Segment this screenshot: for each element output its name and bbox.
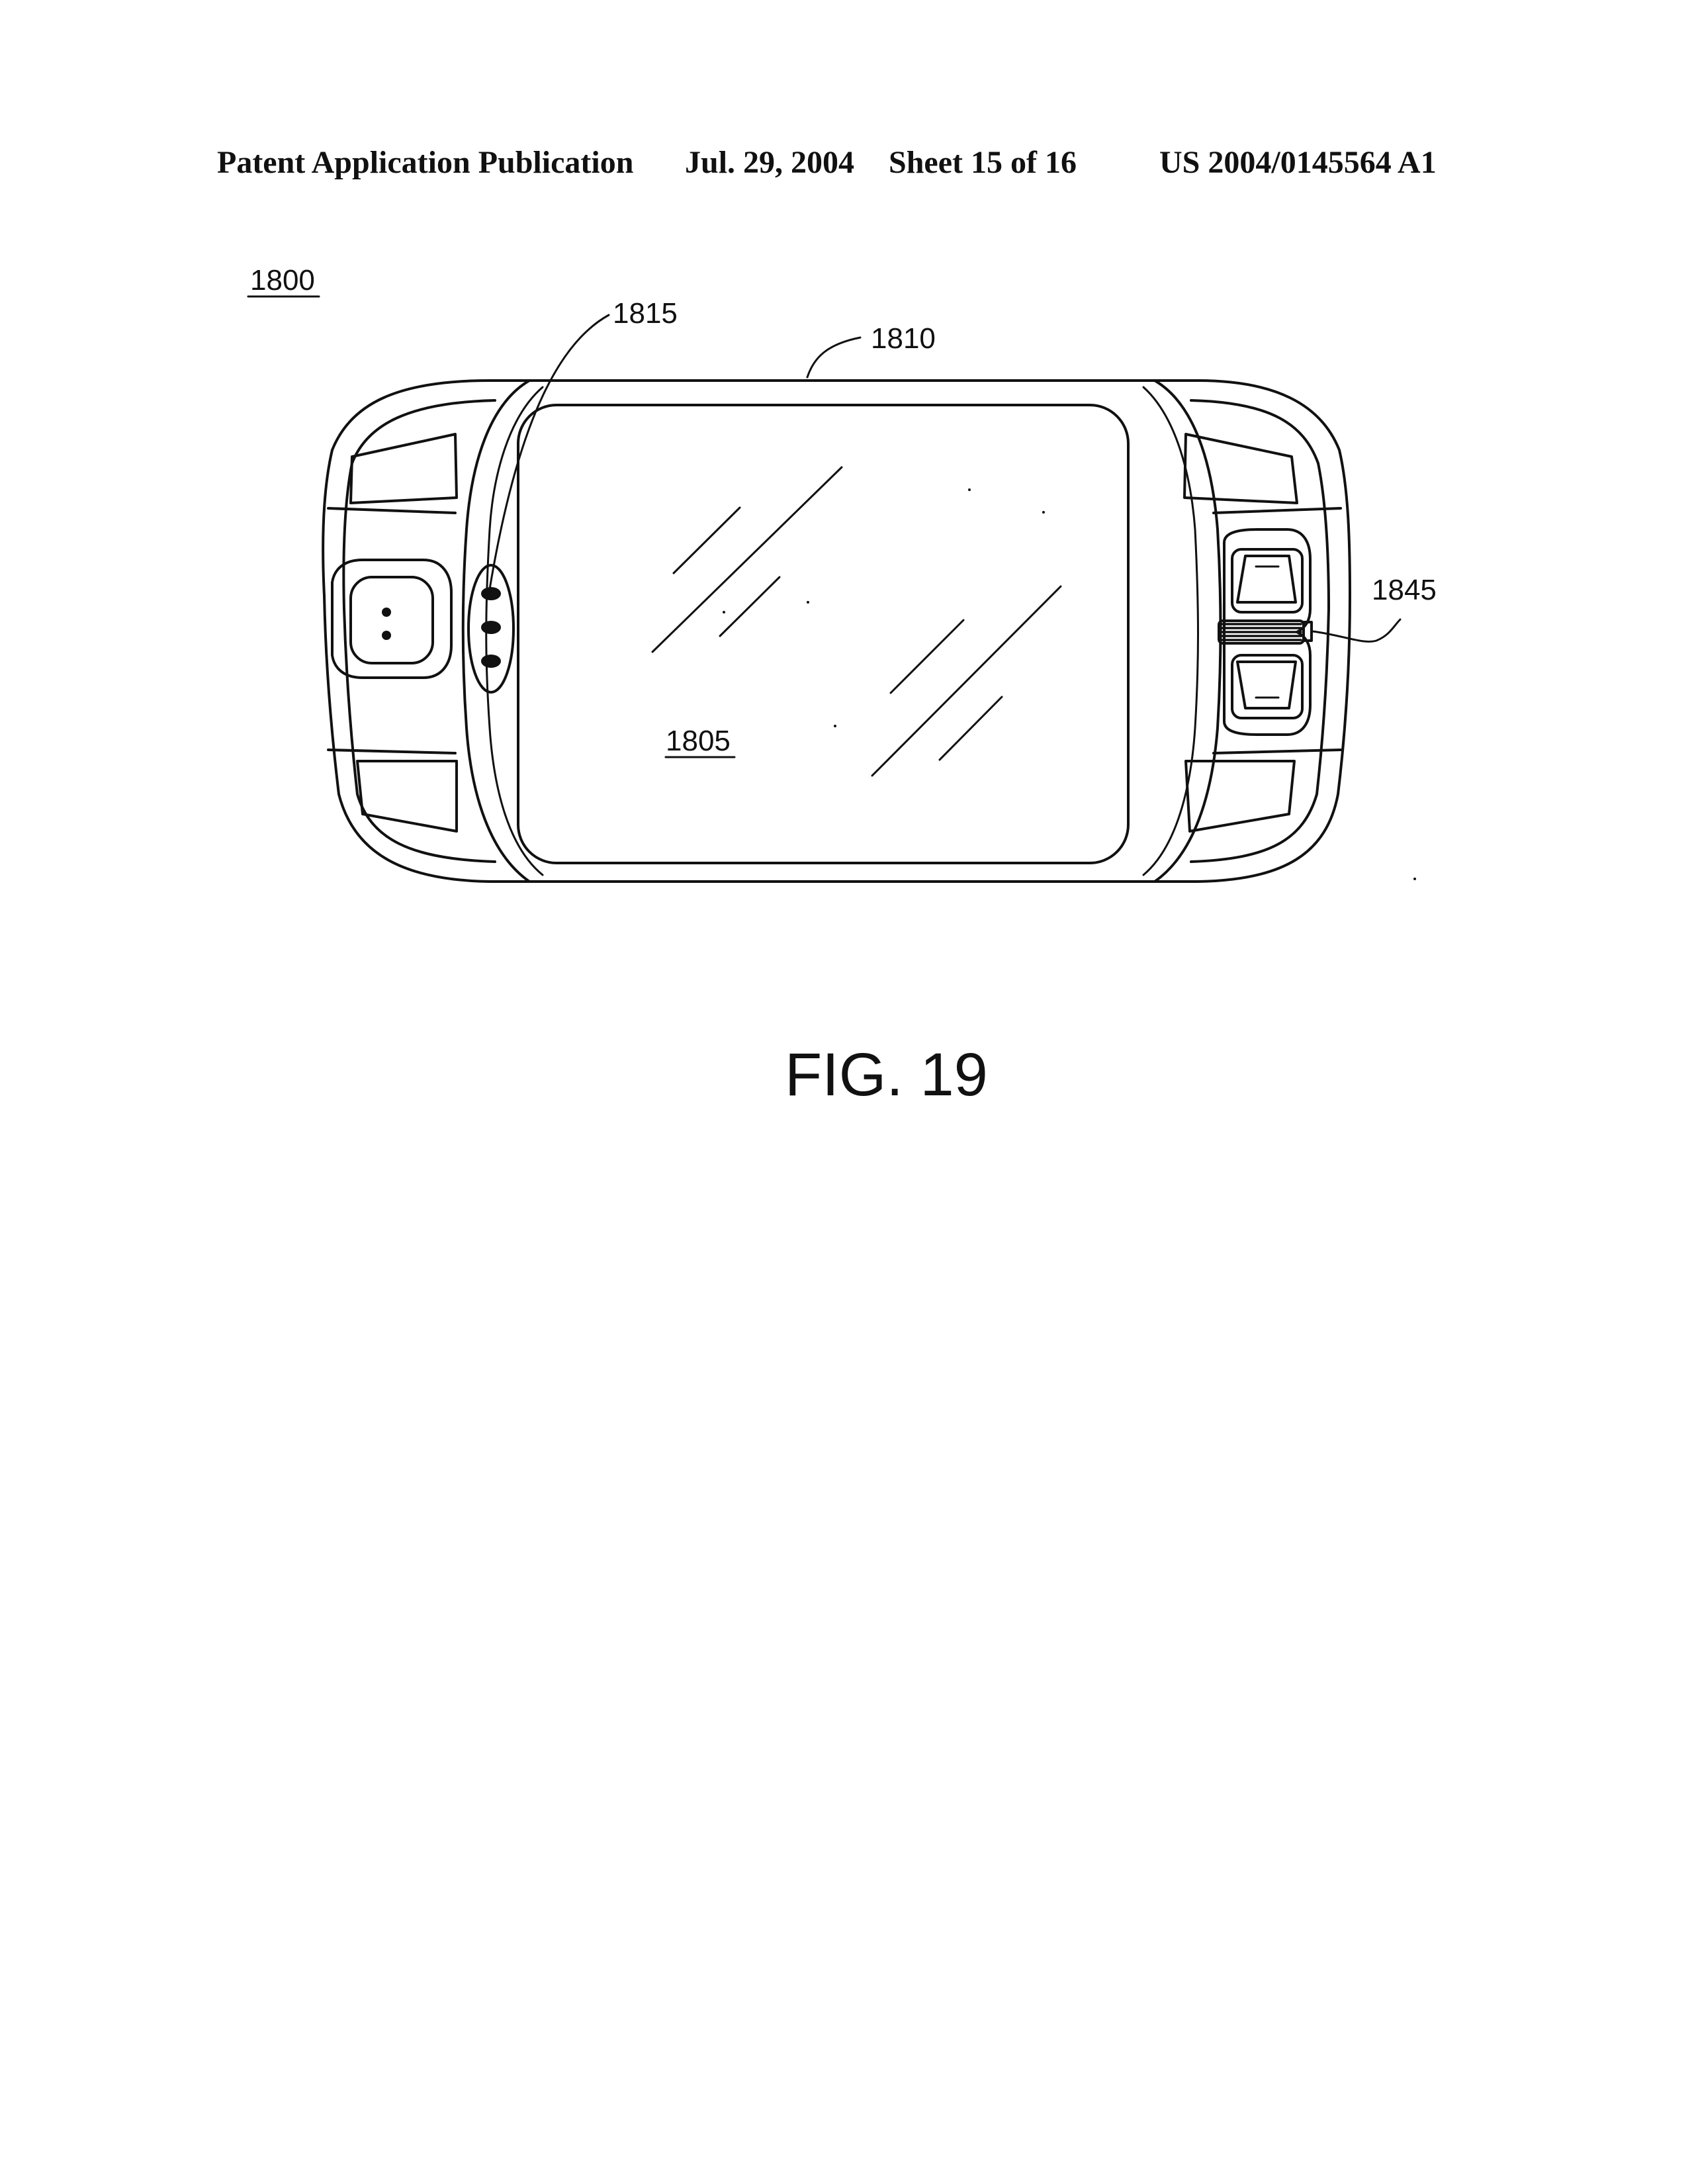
housing-band-inner-right [1142, 386, 1199, 876]
ref-1805-label: 1805 [666, 725, 731, 757]
left-nav-dot-top [382, 608, 391, 617]
right-hatched-strip [1218, 619, 1305, 645]
publication-date: Jul. 29, 2004 [685, 145, 855, 180]
ref-1810-leader [806, 336, 862, 379]
device-inner-left-contour [342, 399, 496, 863]
right-lower-separator [1212, 749, 1342, 754]
indicator-1845 [1302, 621, 1313, 642]
right-lower-button [1231, 654, 1304, 719]
left-upper-separator [327, 507, 457, 514]
left-nav-button [331, 559, 453, 679]
side-button-top [481, 587, 501, 600]
screen-specks [723, 488, 1416, 880]
screen-glare-lines [651, 466, 1062, 777]
ref-1815-leader [488, 314, 610, 590]
sheet-number: Sheet 15 of 16 [889, 145, 1077, 180]
housing-band-1810 [461, 379, 1222, 883]
right-lower-key [1184, 760, 1296, 833]
ref-1845-label: 1845 [1372, 574, 1437, 606]
device-outer-body [322, 379, 1351, 883]
ref-1810-label: 1810 [871, 322, 936, 355]
right-upper-button [1231, 548, 1304, 614]
side-button-bottom [481, 655, 501, 668]
ref-1815-label: 1815 [613, 297, 678, 330]
left-lower-separator [327, 749, 457, 754]
side-buttons-1815 [467, 564, 515, 694]
housing-band-inner-left [485, 386, 544, 876]
screen-1805 [517, 404, 1130, 864]
right-lower-button-face [1236, 660, 1297, 709]
side-button-middle [481, 621, 501, 634]
ref-1845-leader [1312, 618, 1402, 643]
right-upper-button-face [1236, 555, 1297, 604]
right-upper-key [1183, 433, 1298, 504]
left-upper-key [349, 433, 458, 504]
publication-title: Patent Application Publication [217, 145, 634, 180]
right-upper-separator [1212, 507, 1342, 514]
device-inner-right-contour [1190, 399, 1330, 863]
left-nav-dot-bottom [382, 631, 391, 640]
page-header: Patent Application Publication Jul. 29, … [0, 144, 1694, 191]
left-nav-button-inner [349, 576, 434, 664]
ref-1800-label: 1800 [250, 264, 315, 296]
left-lower-key [356, 760, 458, 833]
patent-number: US 2004/0145564 A1 [1159, 145, 1437, 180]
figure-caption: FIG. 19 [785, 1041, 988, 1109]
